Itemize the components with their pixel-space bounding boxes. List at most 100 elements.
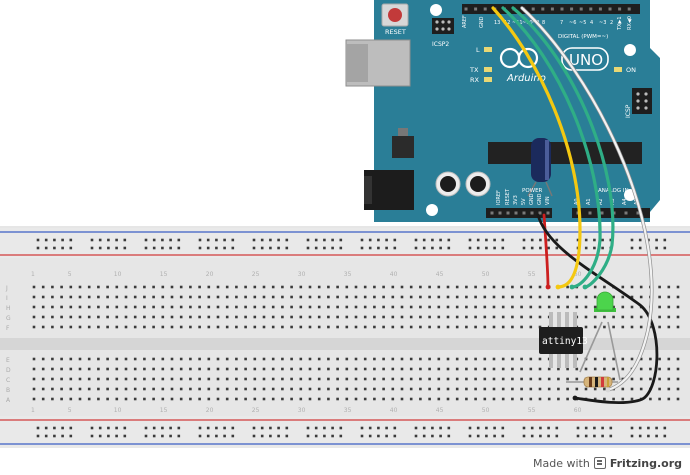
terminal-hole	[603, 357, 606, 361]
terminal-hole	[244, 315, 247, 319]
rail-hole	[177, 434, 181, 438]
column-number: 55	[528, 407, 536, 414]
terminal-hole	[271, 367, 275, 371]
rail-hole	[377, 238, 380, 242]
terminal-hole	[143, 367, 146, 371]
rail-hole	[331, 238, 334, 242]
rail-hole	[161, 434, 164, 438]
terminal-hole	[262, 397, 266, 401]
terminal-hole	[87, 377, 91, 381]
terminal-hole	[189, 397, 192, 401]
rail-hole	[269, 238, 272, 242]
wire-yellow-13	[491, 6, 582, 289]
terminal-hole	[170, 397, 174, 401]
terminal-hole	[639, 357, 643, 361]
terminal-hole	[262, 325, 266, 329]
terminal-hole	[32, 305, 36, 309]
row-letters: J I H G F E D C B A	[5, 285, 11, 404]
terminal-hole	[299, 295, 303, 299]
icsp-label: ICSP	[625, 104, 632, 118]
rail-hole	[215, 426, 218, 430]
rail-hole	[501, 238, 505, 242]
rail-hole	[360, 238, 364, 242]
rail-hole	[647, 426, 650, 430]
rail-hole	[522, 434, 526, 438]
fritzing-credit[interactable]: Made with Fritzing.org	[533, 455, 682, 471]
terminal-hole	[603, 325, 606, 329]
terminal-hole	[354, 285, 358, 289]
terminal-hole	[630, 285, 634, 289]
rail-hole	[69, 238, 73, 242]
terminal-hole	[639, 295, 643, 299]
terminal-hole	[419, 315, 422, 319]
tx-led	[484, 67, 492, 72]
rail-hole	[277, 434, 280, 438]
rail-hole	[385, 434, 388, 438]
terminal-hole	[317, 305, 321, 309]
terminal-hole	[69, 397, 73, 401]
terminal-hole	[97, 397, 100, 401]
terminal-hole	[299, 305, 303, 309]
rail-hole	[422, 246, 426, 250]
terminal-hole	[419, 295, 422, 299]
terminal-hole	[557, 377, 560, 381]
terminal-hole	[115, 367, 119, 371]
column-number: 60	[574, 407, 582, 414]
terminal-hole	[400, 295, 404, 299]
terminal-hole	[621, 387, 625, 391]
terminal-hole	[575, 387, 579, 391]
row-letter-g: G	[6, 315, 11, 322]
rail-hole	[385, 238, 388, 242]
terminal-hole	[290, 397, 293, 401]
terminal-hole	[621, 325, 625, 329]
terminal-hole	[566, 295, 569, 299]
terminal-hole	[133, 377, 137, 381]
rail-hole	[522, 238, 526, 242]
terminal-hole	[244, 357, 247, 361]
terminal-hole	[409, 285, 413, 289]
rail-hole	[285, 426, 289, 430]
on-label: ON	[626, 66, 636, 74]
rail-hole	[169, 238, 172, 242]
terminal-hole	[400, 325, 404, 329]
terminal-hole	[262, 315, 266, 319]
terminal-hole	[143, 315, 146, 319]
terminal-hole	[465, 397, 468, 401]
terminal-hole	[501, 305, 505, 309]
header-pin	[546, 211, 550, 215]
terminal-hole	[501, 367, 505, 371]
rail-hole	[314, 434, 318, 438]
terminal-hole	[345, 295, 349, 299]
rail-hole	[584, 434, 588, 438]
rail-hole	[576, 434, 580, 438]
column-number: 15	[160, 407, 168, 414]
reset-button-cap[interactable]	[388, 8, 402, 22]
terminal-hole	[345, 285, 349, 289]
rail-hole	[44, 434, 48, 438]
terminal-hole	[566, 285, 569, 289]
terminal-hole	[133, 315, 137, 319]
terminal-hole	[547, 397, 551, 401]
rail-hole	[539, 434, 542, 438]
wire-white-10	[520, 6, 653, 392]
terminal-hole	[216, 387, 220, 391]
terminal-hole	[97, 367, 100, 371]
terminal-hole	[391, 387, 395, 391]
rail-hole	[360, 434, 364, 438]
terminal-hole	[317, 377, 321, 381]
column-number: 40	[390, 407, 398, 414]
rail-hole	[539, 426, 542, 430]
terminal-hole	[216, 305, 220, 309]
terminal-hole	[354, 305, 358, 309]
header-pin	[560, 7, 564, 11]
terminal-hole	[446, 357, 450, 361]
terminal-hole	[308, 285, 312, 289]
terminal-hole	[60, 357, 63, 361]
rail-hole	[53, 434, 56, 438]
terminal-hole	[639, 315, 643, 319]
terminal-hole	[189, 295, 192, 299]
rail-hole	[476, 246, 480, 250]
terminal-hole	[676, 315, 680, 319]
terminal-hole	[170, 315, 174, 319]
column-number: 20	[206, 271, 214, 278]
